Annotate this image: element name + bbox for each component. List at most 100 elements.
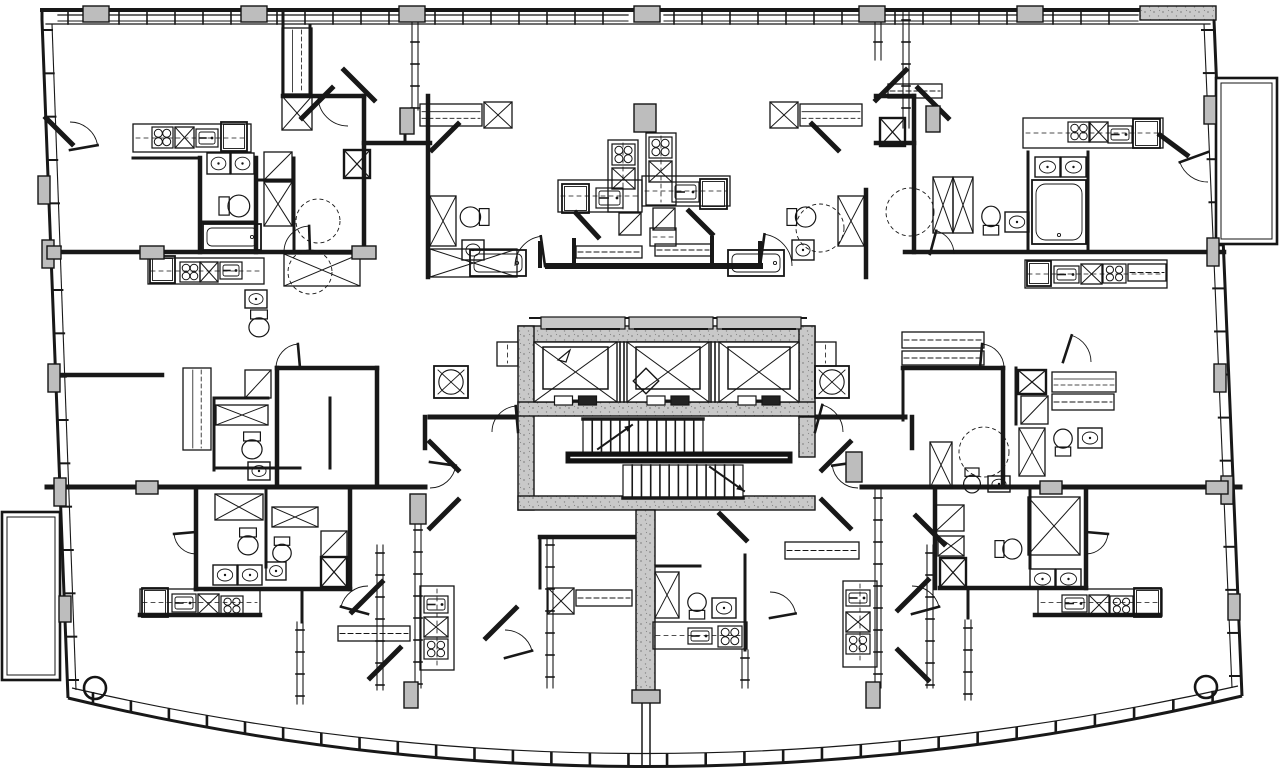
fixture-shelf	[281, 27, 313, 95]
fixture-xbox	[654, 571, 680, 619]
fixture-counter	[132, 123, 252, 153]
fixture-vanity	[212, 564, 238, 586]
fixture-xbox	[952, 176, 974, 234]
fixture-xbox	[937, 535, 965, 557]
fixture-stove	[151, 126, 174, 149]
fixture-toilet	[248, 309, 270, 338]
fixture-stove	[423, 638, 449, 660]
fixture-vanity	[791, 239, 815, 261]
fixture-xbox	[174, 126, 195, 149]
fixture-fridge	[141, 587, 169, 618]
balconies	[0, 76, 1279, 682]
fixture-stove	[845, 633, 871, 655]
fixture-vanity	[1077, 427, 1103, 449]
fixture-toilet	[218, 194, 251, 218]
fixture-xbox	[197, 593, 220, 615]
fixture-dresser	[1127, 263, 1167, 282]
fixture-fan	[814, 365, 850, 399]
fixture-stove	[1109, 595, 1134, 616]
window-band-top	[57, 11, 1139, 25]
fixture-vanity	[1034, 156, 1061, 178]
fixture-tub	[202, 223, 262, 251]
fixture-xbox	[263, 181, 293, 227]
fixture-xbox	[423, 616, 449, 638]
fixture-toilet	[962, 467, 981, 494]
elevator-bank	[533, 341, 800, 406]
fixture-xbox	[1027, 496, 1081, 556]
fixture-circled	[795, 203, 845, 253]
fixture-counter	[1024, 259, 1168, 289]
fixture-wd	[938, 556, 968, 589]
fixture-fridge	[149, 255, 176, 284]
fixture-dresser	[901, 331, 985, 349]
fixture-dresser	[887, 83, 943, 99]
fixture-toilet	[1053, 428, 1073, 457]
fixture-toilet	[241, 431, 263, 460]
fixture-xbox	[271, 506, 319, 528]
fixture-toilet	[687, 592, 707, 620]
fixture-xbox	[845, 611, 871, 633]
fixture-counter	[147, 257, 265, 285]
fixture-circled	[287, 249, 333, 295]
fixture-sink	[195, 128, 219, 148]
fixture-xbox	[611, 167, 636, 190]
fixture-sink	[845, 589, 871, 607]
fixture-dresser	[337, 625, 411, 642]
fixture-stove	[1067, 121, 1091, 143]
fixture-wd	[1016, 368, 1048, 396]
fixture-counter	[641, 175, 731, 207]
fixture-toilet	[272, 536, 292, 563]
fixture-dbox	[263, 151, 293, 181]
fixture-stove	[220, 595, 244, 616]
fixture-vanity	[711, 597, 737, 619]
fixture-xbox	[429, 248, 518, 278]
fixture-fridge	[561, 183, 590, 214]
fixture-xbox	[547, 587, 575, 615]
fixture-sink	[1053, 265, 1080, 284]
fixture-xbox	[1088, 594, 1110, 616]
fixture-dbox	[618, 212, 642, 236]
fixture-dresser	[654, 243, 712, 257]
fixture-fridge	[1026, 260, 1052, 287]
fixture-xbox	[1018, 427, 1046, 477]
fixture-sink	[219, 261, 243, 280]
fixture-counter	[814, 341, 837, 367]
fixture-shelf	[799, 103, 863, 127]
fixture-sink	[671, 181, 700, 203]
corner-columns	[82, 674, 1219, 701]
doors	[68, 94, 1210, 660]
fixture-counter	[649, 227, 677, 247]
fixture-counter	[652, 621, 748, 650]
fixture-xbox	[281, 95, 313, 131]
fixture-vanity	[265, 561, 287, 581]
fixture-xbox	[483, 101, 513, 129]
fixture-vanity	[1004, 211, 1030, 233]
fixture-vanity	[230, 152, 255, 175]
fixture-tub	[727, 249, 785, 277]
fixture-xbox	[283, 253, 361, 287]
fixture-vanity	[237, 564, 263, 586]
fixture-sink	[423, 595, 449, 614]
fixture-sink	[1107, 125, 1133, 144]
fixture-fridge	[1133, 587, 1162, 618]
fixture-wd	[319, 555, 349, 589]
fixture-counter	[1022, 117, 1164, 149]
fixture-sink	[687, 627, 713, 645]
fixture-fridge	[699, 178, 728, 210]
fixture-dresser	[575, 245, 643, 259]
fixture-tub	[1031, 179, 1087, 245]
fixture-xbox	[648, 160, 673, 183]
fixture-xbox	[1080, 263, 1103, 285]
fixture-xbox	[769, 101, 799, 129]
fixture-stove	[1102, 263, 1127, 284]
stairs	[565, 417, 793, 500]
fixture-dbox	[935, 504, 965, 532]
fixture-dbox	[1020, 395, 1049, 425]
fixture-circled	[958, 426, 1010, 478]
fixture-toilet	[237, 527, 259, 556]
fixture-dbox	[652, 207, 676, 231]
fixture-vanity	[247, 461, 271, 481]
fixture-counter	[1037, 588, 1163, 617]
fixture-counter	[645, 132, 677, 206]
